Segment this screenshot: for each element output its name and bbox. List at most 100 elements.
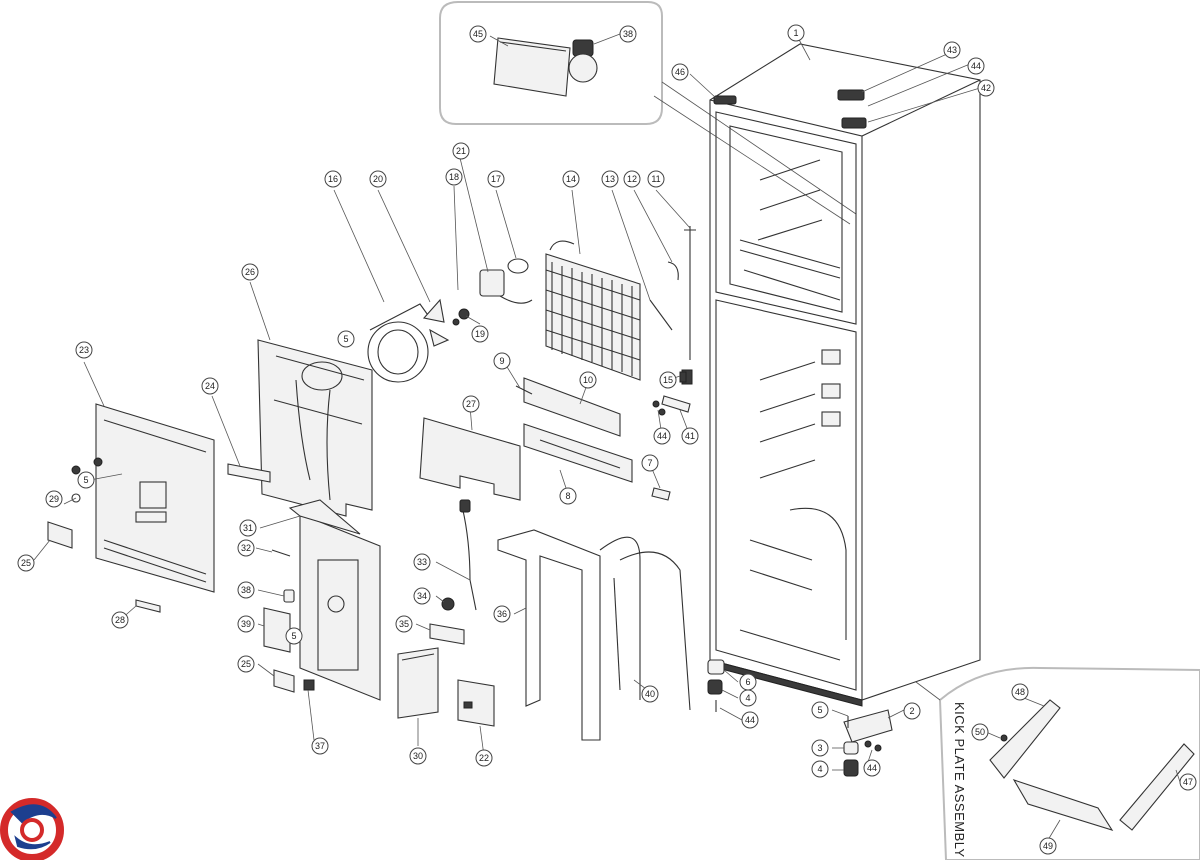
callout-43: 43 bbox=[943, 41, 961, 59]
callout-circle bbox=[681, 427, 699, 445]
part-2-bottom-hinge bbox=[843, 709, 905, 743]
callout-49: 49 bbox=[1039, 837, 1057, 855]
part-4-foot-lower bbox=[832, 759, 859, 777]
callout-circle bbox=[903, 702, 921, 720]
callout-21: 21 bbox=[452, 142, 470, 160]
callout-circle bbox=[1039, 837, 1057, 855]
callout-14: 14 bbox=[562, 170, 580, 188]
callout-number: 34 bbox=[417, 591, 427, 601]
callout-10: 10 bbox=[579, 371, 597, 389]
part-10-drain-trough bbox=[503, 361, 621, 437]
parts-11-13-wires bbox=[571, 189, 696, 385]
callout-number: 18 bbox=[449, 172, 459, 182]
callout-number: 36 bbox=[497, 609, 507, 619]
callout-circle bbox=[17, 554, 35, 572]
callout-number: 47 bbox=[1183, 777, 1193, 787]
callout-circle bbox=[413, 587, 431, 605]
part-38-lamp-bulb-lower bbox=[257, 589, 295, 603]
callout-number: 11 bbox=[651, 174, 660, 184]
callout-circle bbox=[337, 330, 355, 348]
callout-48: 48 bbox=[1011, 683, 1029, 701]
callout-39: 39 bbox=[237, 615, 255, 633]
callout-number: 26 bbox=[245, 267, 255, 277]
brand-swirl-logo bbox=[0, 798, 64, 860]
callout-5: 5 bbox=[337, 330, 355, 348]
callout-circle bbox=[493, 352, 511, 370]
callout-circle bbox=[201, 377, 219, 395]
callout-circle bbox=[562, 170, 580, 188]
callout-22: 22 bbox=[475, 749, 493, 767]
part-48-bracket-left bbox=[989, 699, 1061, 779]
callout-44: 44 bbox=[863, 759, 881, 777]
callout-number: 42 bbox=[981, 83, 991, 93]
callout-circle bbox=[237, 655, 255, 673]
part-24-strip bbox=[211, 395, 271, 483]
callout-number: 12 bbox=[627, 174, 637, 184]
part-25-cover-plate-left bbox=[33, 521, 73, 561]
callout-number: 38 bbox=[241, 585, 251, 595]
callout-circle bbox=[237, 581, 255, 599]
fan-motor-group bbox=[452, 157, 533, 326]
callout-number: 21 bbox=[456, 146, 466, 156]
callout-number: 33 bbox=[417, 557, 427, 567]
callout-number: 20 bbox=[373, 174, 383, 184]
callout-50: 50 bbox=[971, 723, 989, 741]
parts-33-35-wiring bbox=[415, 499, 477, 645]
callout-circle bbox=[971, 723, 989, 741]
callout-circle bbox=[493, 605, 511, 623]
callout-4: 4 bbox=[739, 689, 757, 707]
callout-34: 34 bbox=[413, 587, 431, 605]
callout-number: 37 bbox=[315, 741, 325, 751]
callout-42: 42 bbox=[977, 79, 995, 97]
part-46-hinge-cap bbox=[713, 95, 737, 105]
callout-5: 5 bbox=[77, 471, 95, 489]
callout-circle bbox=[475, 749, 493, 767]
callout-circle bbox=[75, 341, 93, 359]
callout-circle bbox=[395, 615, 413, 633]
callout-circle bbox=[487, 170, 505, 188]
callout-44: 44 bbox=[967, 57, 985, 75]
callout-circle bbox=[413, 553, 431, 571]
callout-26: 26 bbox=[241, 263, 259, 281]
callout-circle bbox=[409, 747, 427, 765]
callout-number: 24 bbox=[205, 381, 215, 391]
part-8-cover bbox=[523, 423, 633, 495]
callout-45: 45 bbox=[469, 25, 487, 43]
callout-circle bbox=[579, 371, 597, 389]
callout-20: 20 bbox=[369, 170, 387, 188]
callout-number: 44 bbox=[745, 715, 755, 725]
callout-16: 16 bbox=[324, 170, 342, 188]
callout-number: 30 bbox=[413, 751, 423, 761]
callout-number: 19 bbox=[475, 329, 485, 339]
part-16-fan-shroud bbox=[333, 189, 431, 383]
part-49-kick-plate bbox=[1012, 779, 1114, 831]
callout-circle bbox=[977, 79, 995, 97]
part-3-bushing bbox=[832, 741, 859, 755]
callout-40: 40 bbox=[641, 685, 659, 703]
callout-41: 41 bbox=[681, 427, 699, 445]
callout-circle bbox=[462, 395, 480, 413]
callout-number: 41 bbox=[685, 431, 695, 441]
part-22-pcb bbox=[457, 679, 495, 757]
callout-circle bbox=[324, 170, 342, 188]
callout-number: 23 bbox=[79, 345, 89, 355]
callout-number: 31 bbox=[243, 523, 253, 533]
callout-circle bbox=[452, 142, 470, 160]
part-44-screw-lower bbox=[715, 700, 743, 721]
callout-31: 31 bbox=[239, 519, 257, 537]
callout-3: 3 bbox=[811, 739, 829, 757]
callout-number: 25 bbox=[21, 558, 31, 568]
callout-11: 11 bbox=[647, 170, 665, 188]
callout-15: 15 bbox=[659, 371, 677, 389]
callout-circle bbox=[741, 711, 759, 729]
callout-5: 5 bbox=[811, 701, 829, 719]
callout-circle bbox=[237, 615, 255, 633]
callout-circle bbox=[1011, 683, 1029, 701]
callout-circle bbox=[601, 170, 619, 188]
part-44-screws-hinge bbox=[864, 740, 882, 763]
callout-number: 5 bbox=[817, 705, 822, 715]
callout-number: 40 bbox=[645, 689, 655, 699]
callout-13: 13 bbox=[601, 170, 619, 188]
part-27-insulation bbox=[419, 405, 521, 501]
callout-number: 1 bbox=[793, 28, 798, 38]
